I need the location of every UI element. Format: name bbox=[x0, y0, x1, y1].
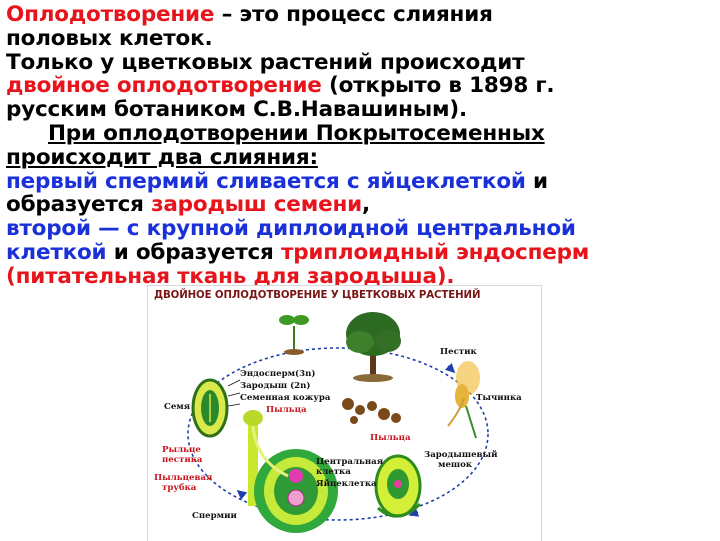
label-egg-cell: Яйцеклетка bbox=[316, 479, 377, 489]
label-pollen-left: Пыльца bbox=[266, 405, 307, 415]
label-seed-coat: Семенная кожура bbox=[240, 393, 331, 403]
cycle-arrow bbox=[444, 362, 456, 374]
line-9: образуется зародыш семени, bbox=[6, 192, 370, 218]
line-3: Только у цветковых растений происходит bbox=[6, 49, 525, 75]
description-text: Оплодотворение – это процесс слияния пол… bbox=[6, 3, 718, 289]
term-double-fertilization: двойное оплодотворение bbox=[6, 73, 322, 99]
line-4: двойное оплодотворение (открыто в 1898 г… bbox=[6, 73, 555, 99]
label-stigma: Рыльце bbox=[162, 445, 201, 455]
term-fertilization: Оплодотворение bbox=[6, 2, 215, 27]
label-pistil: Пестик bbox=[440, 347, 477, 357]
line-1: Оплодотворение – это процесс слияния bbox=[6, 2, 493, 27]
label-endosperm: Эндосперм(3n) bbox=[240, 369, 316, 379]
line-2: половых клеток. bbox=[6, 25, 213, 51]
figure-title: ДВОЙНОЕ ОПЛОДОТВОРЕНИЕ У ЦВЕТКОВЫХ РАСТЕ… bbox=[154, 290, 481, 301]
label-embryo-sac: Зародышевый bbox=[424, 450, 498, 460]
label-pollen-tube: Пыльцевая bbox=[154, 473, 213, 483]
line-5: русским ботаником С.В.Навашиным). bbox=[6, 97, 467, 123]
label-embryo: Зародыш (2n) bbox=[240, 381, 311, 391]
double-fertilization-diagram: ДВОЙНОЕ ОПЛОДОТВОРЕНИЕ У ЦВЕТКОВЫХ РАСТЕ… bbox=[147, 285, 542, 541]
line-11: клеткой и образуется триплоидный эндоспе… bbox=[6, 239, 590, 265]
label-stamen: Тычинка bbox=[476, 393, 522, 403]
cycle-arrow bbox=[408, 507, 420, 517]
label-pollen-mid: Пыльца bbox=[370, 433, 411, 443]
label-central-cell: Центральная bbox=[316, 457, 384, 467]
line-12: (питательная ткань для зародыша). bbox=[6, 263, 455, 289]
seedling-icon bbox=[279, 315, 309, 355]
line-10: второй — с крупной диплоидной центрально… bbox=[6, 216, 576, 242]
term-embryo: зародыш семени bbox=[151, 192, 362, 218]
term-endosperm: триплоидный эндосперм bbox=[280, 239, 590, 265]
embryo-sac-icon bbox=[374, 454, 422, 518]
pistil-icon bbox=[243, 410, 338, 533]
line-7: происходит два слияния: bbox=[6, 144, 318, 170]
label-seed: Семя bbox=[164, 402, 191, 412]
seed-icon bbox=[191, 378, 229, 438]
flower-icon bbox=[447, 361, 480, 439]
tree-icon bbox=[346, 312, 401, 382]
cycle-arrow bbox=[236, 489, 248, 500]
cycle-illustration bbox=[187, 312, 489, 533]
life-cycle-ring bbox=[187, 347, 489, 521]
line-8: первый спермий сливается с яйцеклеткой и bbox=[6, 168, 548, 194]
line-6: При оплодотворении Покрытосеменных bbox=[48, 120, 545, 146]
label-sperm: Спермии bbox=[192, 511, 237, 521]
pollen-grains-icon bbox=[342, 398, 401, 424]
